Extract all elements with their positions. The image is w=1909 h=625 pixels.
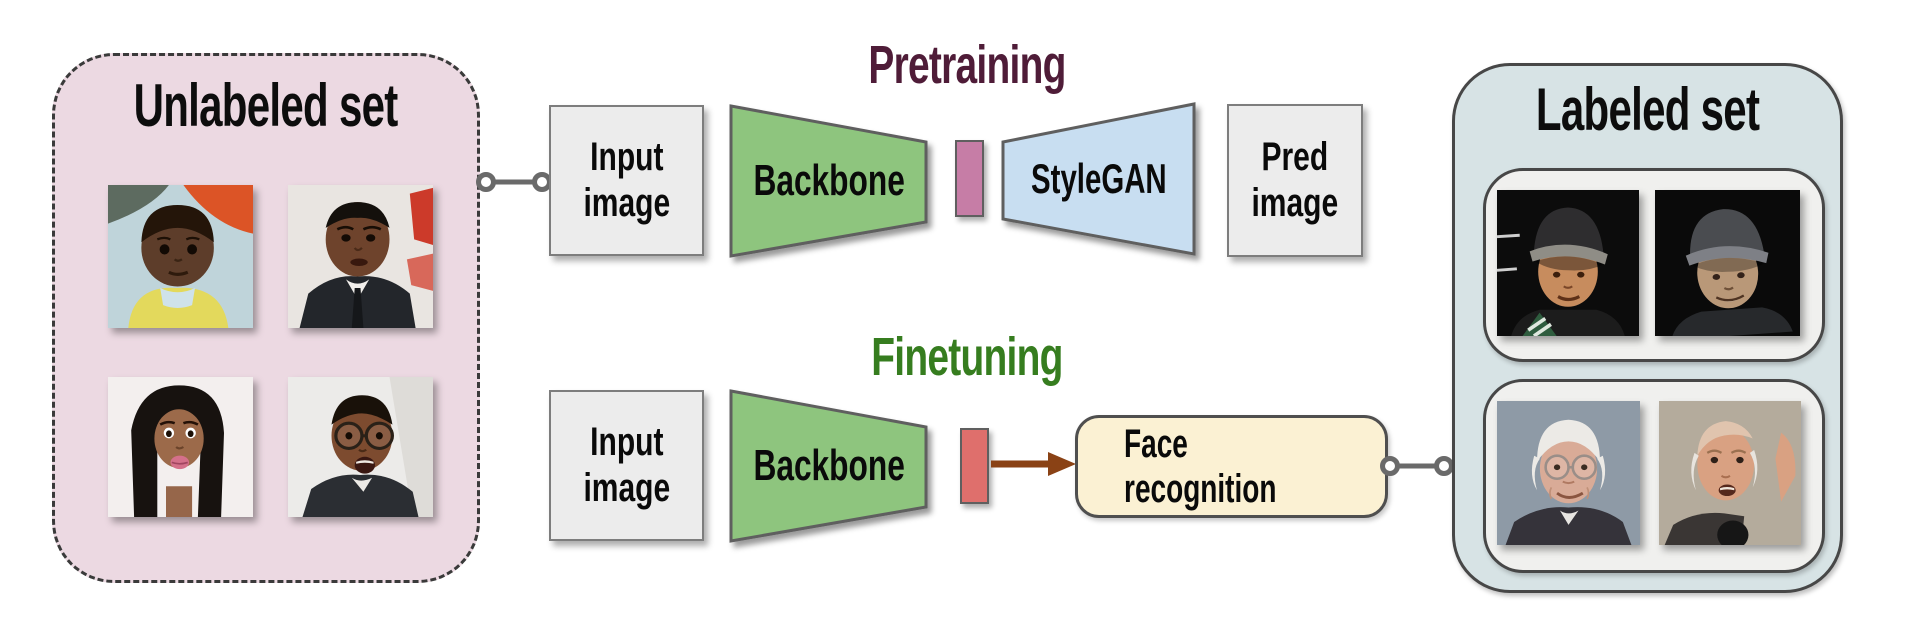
input-image-box-pretraining: Input image: [549, 105, 704, 256]
face-photo-woman: [108, 377, 253, 517]
latent-code-finetuning: [960, 428, 989, 504]
elderly-man-2-illustration: [1659, 401, 1801, 545]
pred-image-box: Pred image: [1227, 104, 1363, 257]
connector-endpoint-circle: [1434, 456, 1454, 476]
arrow-latent-to-face-recognition: [991, 452, 1076, 476]
input-image-box-finetuning: Input image: [549, 390, 704, 541]
connector-facerec-to-labeled: [1380, 456, 1454, 476]
face-photo-cap-man-2: [1655, 190, 1800, 336]
woman-face-illustration: [108, 377, 253, 517]
labeled-set-title: Labeled set: [1535, 76, 1760, 143]
connector-unlabeled-to-input: [476, 172, 552, 192]
stylegan-shape: [1001, 102, 1196, 256]
connector-endpoint-circle: [1380, 456, 1400, 476]
face-photo-toddler: [108, 185, 253, 328]
backbone-shape-finetuning: [729, 389, 928, 543]
face-photo-man-glasses: [288, 377, 433, 517]
elderly-man-1-illustration: [1497, 401, 1640, 545]
face-photo-elderly-man-2: [1659, 401, 1801, 545]
connector-endpoint-circle: [476, 172, 496, 192]
cap-man-2-illustration: [1655, 190, 1800, 336]
latent-code-pretraining: [955, 140, 984, 217]
face-photo-man-suit: [288, 185, 433, 328]
face-photo-elderly-man-1: [1497, 401, 1640, 545]
man-suit-face-illustration: [288, 185, 433, 328]
cap-man-1-illustration: [1497, 190, 1639, 336]
face-recognition-box: Face recognition: [1075, 415, 1388, 518]
toddler-face-illustration: [108, 185, 253, 328]
face-photo-cap-man-1: [1497, 190, 1639, 336]
connector-endpoint-circle: [532, 172, 552, 192]
pretraining-section-title: Pretraining: [868, 35, 1066, 95]
backbone-shape-pretraining: [729, 104, 928, 258]
man-glasses-face-illustration: [288, 377, 433, 517]
unlabeled-set-title: Unlabeled set: [134, 72, 399, 139]
finetuning-section-title: Finetuning: [871, 327, 1063, 387]
